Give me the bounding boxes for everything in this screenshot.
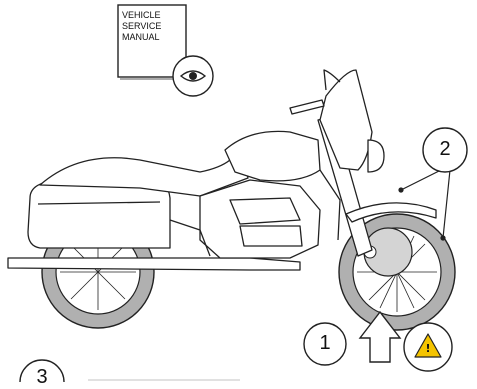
manual-line-1: VEHICLE (122, 10, 161, 20)
callout-1-label: 1 (319, 332, 331, 354)
manual-line-3: MANUAL (122, 32, 160, 42)
callout-2-leaders (398, 169, 451, 241)
callout-2-circle (422, 127, 468, 173)
motorcycle-body (7, 69, 437, 271)
front-wheel (338, 213, 456, 331)
manual-title: VEHICLE SERVICE MANUAL (122, 10, 182, 43)
warning-exclamation: ! (425, 342, 431, 355)
callout-2-label: 2 (439, 138, 451, 160)
callout-1-circle (303, 322, 347, 366)
callout-3-circle (19, 359, 65, 382)
warning-triangle-icon (403, 322, 453, 372)
eye-icon (172, 55, 214, 97)
up-arrow-icon (358, 310, 402, 363)
callout-3-label: 3 (36, 366, 48, 388)
manual-line-2: SERVICE (122, 21, 162, 31)
